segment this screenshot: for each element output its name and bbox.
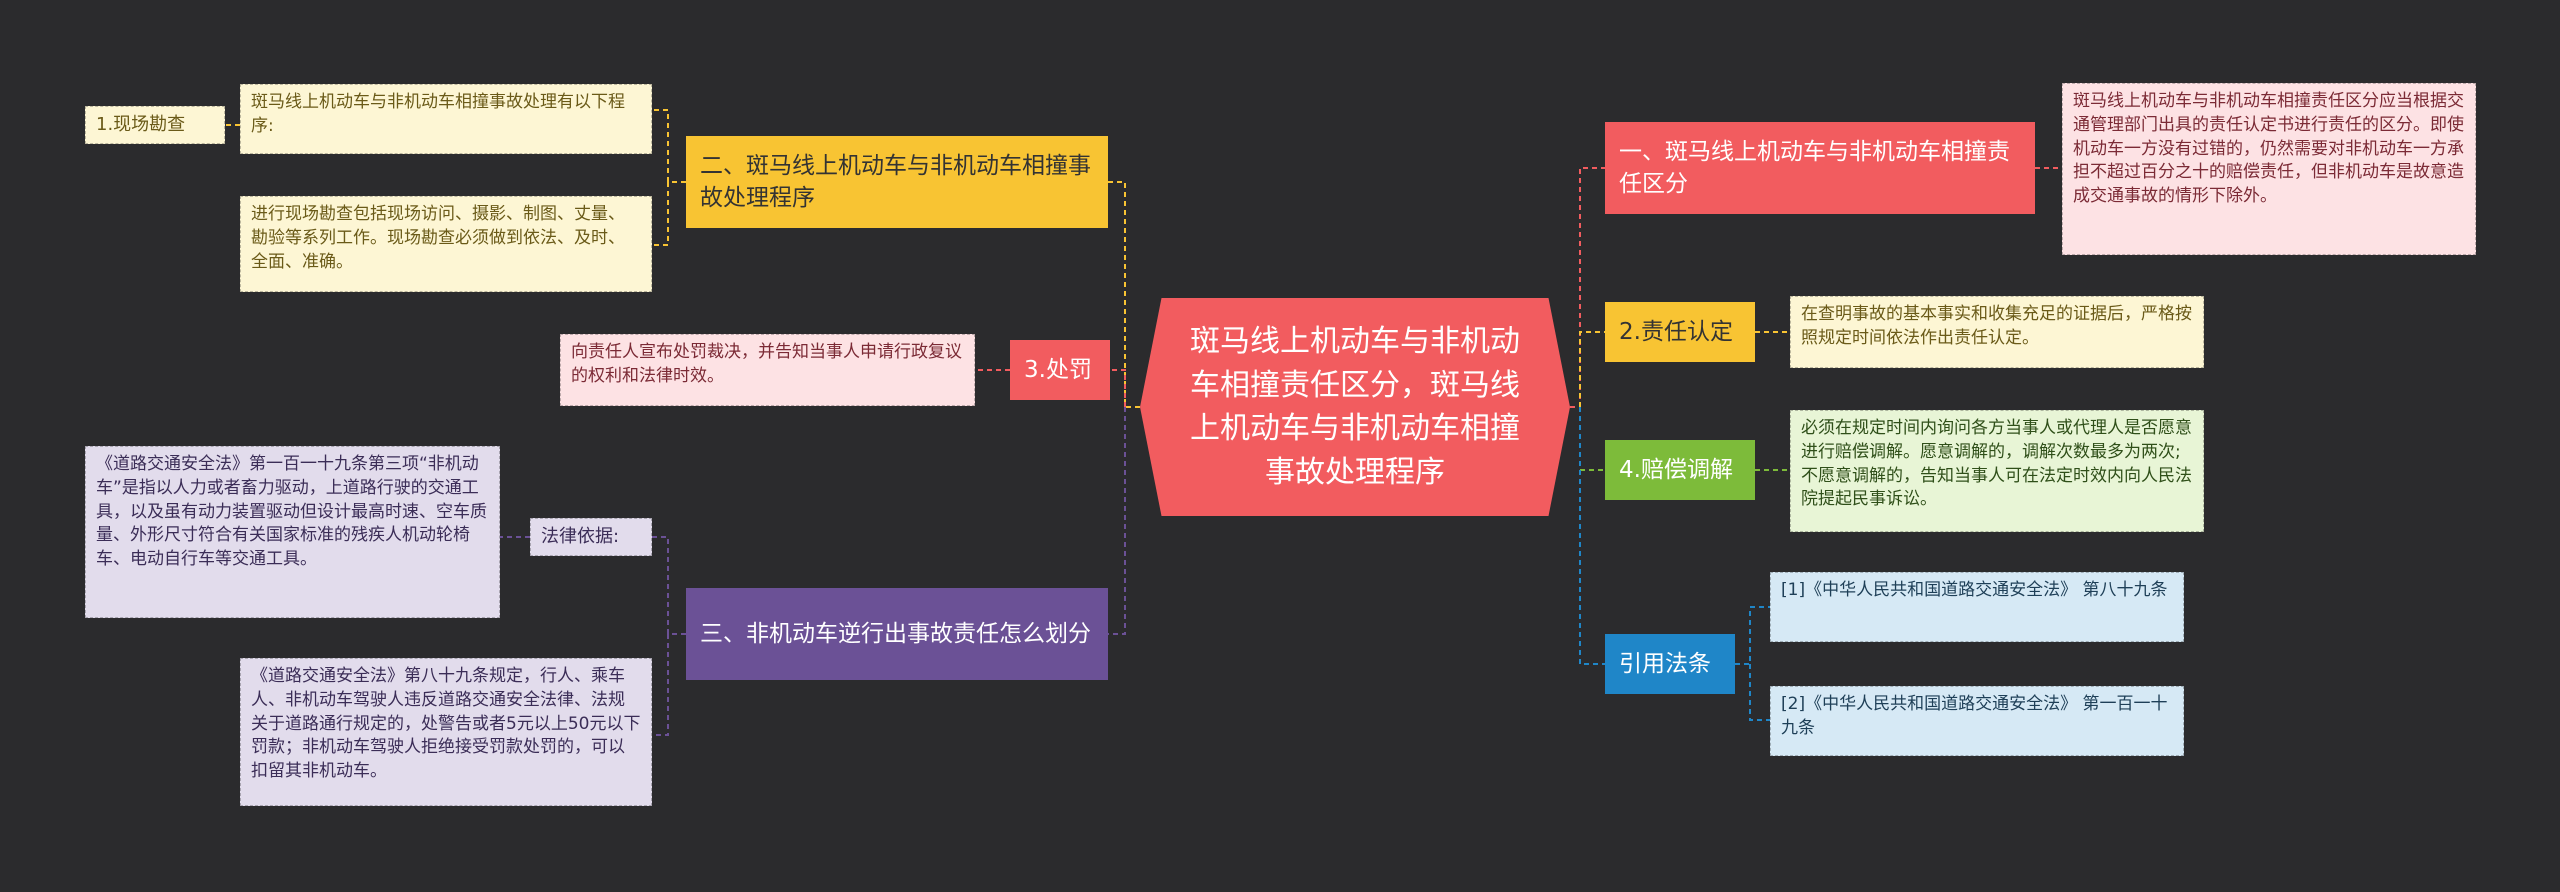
label-site-survey: 1.现场勘查 xyxy=(85,106,225,144)
detail-non-motor-definition: 《道路交通安全法》第一百一十九条第三项“非机动车”是指以人力或者畜力驱动，上道路… xyxy=(85,446,500,618)
connector-center-to-right xyxy=(1570,167,1605,408)
connector-center-to-right-4 xyxy=(1579,407,1605,665)
connector-center-to-right-2 xyxy=(1579,331,1605,407)
connector-l3-details xyxy=(652,536,686,736)
topic-compensation-mediation[interactable]: 4.赔偿调解 xyxy=(1605,440,1755,500)
connector-center-to-left-3 xyxy=(1108,407,1126,635)
topic-accident-procedure[interactable]: 二、斑马线上机动车与非机动车相撞事故处理程序 xyxy=(686,136,1108,228)
central-topic[interactable]: 斑马线上机动车与非机动车相撞责任区分，斑马线上机动车与非机动车相撞事故处理程序 xyxy=(1140,298,1570,516)
topic-liability-division[interactable]: 一、斑马线上机动车与非机动车相撞责任区分 xyxy=(1605,122,2035,214)
detail-liability-determination: 在查明事故的基本事实和收集充足的证据后，严格按照规定时间依法作出责任认定。 xyxy=(1790,296,2204,368)
detail-liability-division: 斑马线上机动车与非机动车相撞责任区分应当根据交通管理部门出具的责任认定书进行责任… xyxy=(2062,83,2476,255)
connector-r4-items xyxy=(1735,606,1770,721)
detail-site-survey: 进行现场勘查包括现场访问、摄影、制图、丈量、勘验等系列工作。现场勘查必须做到依法… xyxy=(240,196,652,292)
topic-liability-determination[interactable]: 2.责任认定 xyxy=(1605,302,1755,362)
connector-l1-details xyxy=(652,109,686,246)
topic-wrong-way-liability[interactable]: 三、非机动车逆行出事故责任怎么划分 xyxy=(686,588,1108,680)
connector-center-to-left-2 xyxy=(1110,369,1126,407)
detail-article-89: 《道路交通安全法》第八十九条规定，行人、乘车人、非机动车驾驶人违反道路交通安全法… xyxy=(240,658,652,806)
connector-center-to-left xyxy=(1108,181,1140,408)
topic-penalty[interactable]: 3.处罚 xyxy=(1010,340,1110,400)
label-legal-basis: 法律依据: xyxy=(530,518,652,556)
detail-penalty: 向责任人宣布处罚裁决，并告知当事人申请行政复议的权利和法律时效。 xyxy=(560,334,975,406)
connector-center-to-right-3 xyxy=(1579,407,1605,471)
cited-statute-item[interactable]: [1]《中华人民共和国道路交通安全法》 第八十九条 xyxy=(1770,572,2184,642)
detail-compensation-mediation: 必须在规定时间内询问各方当事人或代理人是否愿意进行赔偿调解。愿意调解的，调解次数… xyxy=(1790,410,2204,532)
detail-procedure-intro: 斑马线上机动车与非机动车相撞事故处理有以下程序: xyxy=(240,84,652,154)
cited-statute-item[interactable]: [2]《中华人民共和国道路交通安全法》 第一百一十九条 xyxy=(1770,686,2184,756)
topic-cited-statutes[interactable]: 引用法条 xyxy=(1605,634,1735,694)
